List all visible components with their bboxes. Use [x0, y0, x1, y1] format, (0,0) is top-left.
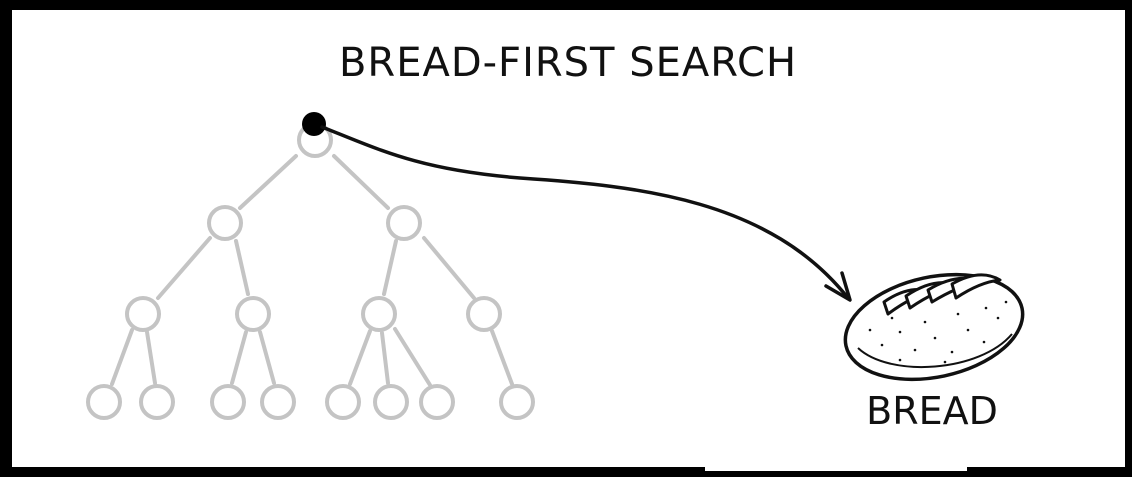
tree-edge	[490, 329, 514, 386]
tree-node	[210, 384, 246, 420]
bread-loaf-icon	[843, 272, 1025, 382]
bread-texture	[868, 300, 1008, 364]
tree-edge	[380, 331, 390, 385]
tree-node	[361, 296, 397, 332]
tree-edge	[234, 239, 250, 296]
tree-edge	[422, 236, 476, 300]
black-dot-icon	[302, 112, 326, 136]
curved-arrow-icon	[320, 125, 850, 300]
tree-node	[419, 384, 455, 420]
tree-edge	[156, 236, 212, 300]
bottom-edge-highlight	[705, 467, 967, 471]
tree-node	[207, 205, 243, 241]
bread-underside	[857, 333, 1013, 369]
tree-node	[499, 384, 535, 420]
tree-edge	[145, 330, 157, 385]
tree-nodes	[86, 122, 535, 420]
tree-edges	[110, 154, 514, 387]
tree-edge	[348, 329, 372, 386]
tree-node	[386, 205, 422, 241]
tree-edge	[238, 154, 298, 210]
tree-edge	[393, 327, 432, 387]
bread-scores	[882, 273, 1002, 316]
bread-label: BREAD	[866, 389, 998, 433]
arrowhead-icon	[824, 271, 852, 302]
tree-edge	[230, 330, 248, 385]
tree-node	[86, 384, 122, 420]
tree-node	[235, 296, 271, 332]
tree-node	[260, 384, 296, 420]
tree-edge	[110, 328, 134, 386]
tree-node	[125, 296, 161, 332]
bread-score	[950, 273, 1002, 300]
tree-edge	[382, 239, 398, 296]
tree-node	[373, 384, 409, 420]
tree-edge	[332, 154, 390, 210]
tree-node	[139, 384, 175, 420]
tree-node	[325, 384, 361, 420]
tree-edge	[258, 330, 276, 385]
panel-background	[12, 10, 1125, 467]
tree-node	[466, 296, 502, 332]
panel-title: BREAD-FIRST SEARCH	[339, 40, 797, 86]
